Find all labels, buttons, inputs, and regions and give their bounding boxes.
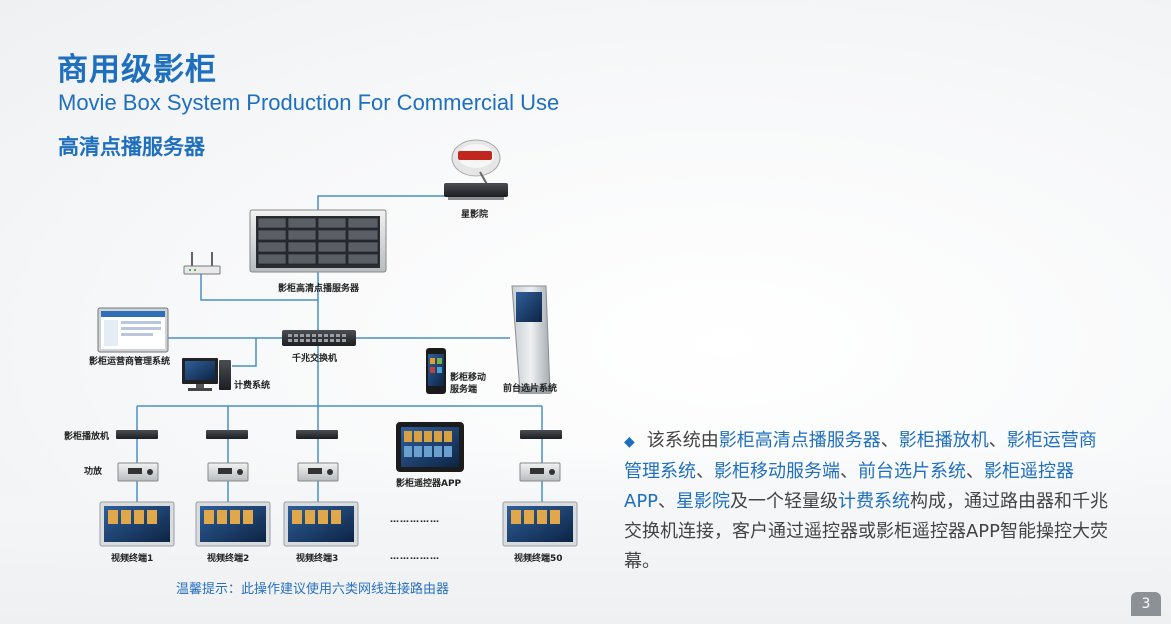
desc-highlight-mobile: 影柜移动服务端 — [714, 461, 840, 482]
page-subtitle: Movie Box System Production For Commerci… — [58, 90, 560, 115]
phone-device — [426, 348, 446, 394]
desc-highlight-front-desk: 前台选片系统 — [858, 461, 966, 482]
label-terminal-50: 视频终端50 — [514, 554, 563, 564]
label-mobile-service: 影柜移动 服务端 — [450, 373, 487, 395]
label-terminal-3: 视频终端3 — [296, 554, 339, 564]
desc-sep-4: 、 — [840, 461, 858, 482]
desc-highlight-operator: 影柜运营商管理系统 — [624, 430, 1097, 482]
tablet-device — [396, 422, 464, 472]
label-terminal-1: 视频终端1 — [111, 554, 154, 564]
label-front-desk: 前台选片系统 — [503, 384, 558, 394]
label-satellite: 星影院 — [461, 210, 489, 220]
label-amplifier: 功放 — [84, 467, 103, 477]
desc-highlight-remote-app: 影柜遥控器APP — [624, 461, 1074, 512]
label-remote-app: 影柜遥控器APP — [396, 479, 462, 489]
connection-lines — [136, 195, 543, 504]
tip-text: 温馨提示：此操作建议使用六类网线连接路由器 — [176, 582, 450, 597]
page-number: 3 — [1131, 592, 1161, 616]
page-title: 商用级影柜 — [57, 52, 217, 88]
satellite-device — [444, 139, 508, 200]
kiosk-device — [511, 285, 552, 394]
desc-text-1: 该系统由 — [646, 430, 719, 451]
router-device — [183, 252, 221, 275]
background-band — [0, 448, 1171, 624]
desc-highlight-billing: 计费系统 — [838, 491, 911, 512]
bullet-icon: ◆ — [624, 434, 635, 450]
desc-sep-6: 、 — [658, 491, 677, 512]
label-server: 影柜高清点播服务器 — [278, 284, 360, 294]
link-billing-switch — [232, 338, 257, 367]
desc-sep-2: 、 — [988, 430, 1007, 451]
operator-monitor — [97, 307, 169, 353]
description-paragraph: ◆该系统由影柜高清点播服务器、影柜播放机、影柜运营商管理系统、影柜移动服务端、前… — [624, 426, 1110, 577]
desc-highlight-satellite: 星影院 — [676, 491, 731, 512]
desc-highlight-player: 影柜播放机 — [898, 430, 989, 451]
section-title: 高清点播服务器 — [58, 135, 205, 159]
desc-sep-1: 、 — [880, 430, 899, 451]
label-ellipsis: …………… — [390, 515, 440, 525]
label-ellipsis-2: …………… — [390, 552, 440, 562]
link-router-switch — [200, 274, 318, 301]
label-terminal-2: 视频终端2 — [207, 554, 250, 564]
desc-text-2: 及一个轻量级 — [730, 491, 839, 512]
player-devices — [116, 430, 562, 439]
amplifier-devices — [117, 462, 561, 482]
label-switch: 千兆交换机 — [292, 354, 338, 364]
switch-device — [282, 330, 356, 346]
billing-pc — [182, 358, 231, 391]
desc-highlight-server: 影柜高清点播服务器 — [718, 430, 881, 451]
desc-text-3: 构成，通过路由器和千兆交换机连接，客户通过遥控器或影柜遥控器APP智能操控大荧幕… — [624, 491, 1109, 572]
desc-sep-5: 、 — [966, 461, 984, 482]
link-satellite-server — [317, 195, 474, 212]
desc-sep-3: 、 — [696, 461, 714, 482]
label-billing-system: 计费系统 — [234, 381, 271, 391]
label-player: 影柜播放机 — [64, 432, 110, 442]
terminal-screens — [99, 501, 578, 547]
label-operator-system: 影柜运营商管理系统 — [89, 357, 171, 367]
server-device — [249, 209, 387, 273]
